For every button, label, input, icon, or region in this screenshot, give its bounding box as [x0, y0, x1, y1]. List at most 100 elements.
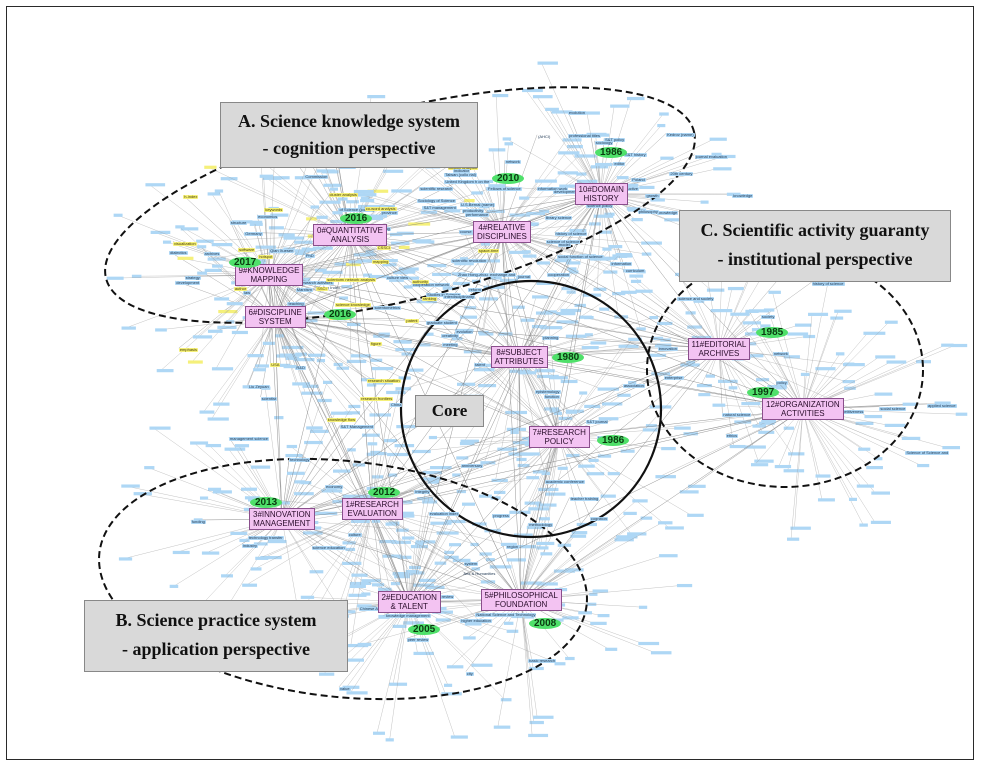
- year-badge-policy: 1986: [597, 435, 630, 446]
- network-node: [627, 532, 647, 536]
- cluster-link: [281, 234, 351, 520]
- network-node: [401, 340, 411, 344]
- cluster-link: [408, 356, 520, 603]
- network-node: [638, 641, 660, 646]
- network-edge: [513, 436, 560, 513]
- term-node: Liu Zeyuan: [247, 384, 270, 390]
- network-node: [444, 550, 454, 555]
- network-node: [197, 271, 207, 275]
- network-edge: [173, 518, 283, 587]
- network-node: [337, 197, 348, 201]
- network-node: [283, 236, 305, 240]
- callout-science-knowledge-system: A. Science knowledge system - cognition …: [220, 102, 478, 168]
- cluster-link: [520, 436, 560, 601]
- network-node: [199, 410, 215, 414]
- network-node: [355, 193, 377, 197]
- network-node: [512, 441, 532, 445]
- term-node: scientific research: [419, 186, 454, 192]
- network-node: [942, 446, 961, 450]
- term-node: function: [543, 393, 560, 399]
- cluster-link: [274, 316, 720, 350]
- term-node: 20th century: [669, 171, 694, 177]
- network-node: [334, 262, 349, 266]
- network-node: [379, 539, 397, 544]
- network-edge: [520, 500, 637, 601]
- term-node: S&T management: [422, 205, 457, 211]
- network-node: [221, 574, 233, 578]
- network-node: [292, 382, 311, 386]
- cluster-link: [518, 356, 804, 410]
- network-node: [614, 538, 634, 542]
- ring-science-knowledge-system: [104, 86, 696, 324]
- network-node: [574, 154, 583, 158]
- network-node: [545, 107, 559, 111]
- network-node: [422, 500, 438, 504]
- network-edge: [802, 333, 868, 410]
- network-node: [844, 386, 856, 390]
- cluster-subname: HISTORY: [583, 194, 619, 203]
- term-node: knowledge flow: [326, 417, 357, 423]
- network-node: [617, 393, 631, 397]
- cluster-name: 2#EDUCATION: [381, 593, 437, 602]
- network-node: [558, 416, 573, 421]
- cluster-link: [268, 274, 720, 350]
- network-node: [383, 259, 398, 263]
- network-node: [560, 308, 582, 313]
- network-node: [830, 316, 844, 320]
- network-node: [346, 322, 361, 327]
- network-node: [294, 492, 314, 496]
- network-node: [884, 320, 898, 324]
- network-node: [489, 565, 512, 569]
- network-node: [294, 240, 313, 244]
- network-node: [294, 251, 307, 256]
- network-node: [392, 572, 414, 576]
- network-edge: [407, 158, 503, 233]
- term-node: editor: [613, 161, 626, 167]
- network-edge: [558, 346, 623, 438]
- term-node: research on the: [460, 179, 491, 185]
- ring-core: [399, 279, 663, 539]
- network-edge: [408, 512, 429, 603]
- network-node: [687, 513, 704, 517]
- term-node: exchange and: [489, 272, 517, 278]
- network-edge: [191, 274, 270, 363]
- network-node: [106, 276, 124, 280]
- network-node: [640, 516, 653, 520]
- cluster-name: 11#EDITORIAL: [691, 340, 747, 349]
- network-node: [500, 542, 517, 547]
- network-node: [518, 545, 537, 549]
- year-badge-innovation: 2013: [250, 497, 283, 508]
- network-node: [121, 326, 136, 330]
- network-node: [414, 542, 424, 546]
- network-node: [645, 424, 657, 428]
- callout-a-line2: - cognition perspective: [262, 138, 436, 158]
- network-node: [262, 341, 275, 345]
- term-node: law: [243, 289, 252, 295]
- network-node: [207, 257, 226, 261]
- network-node: [790, 526, 811, 530]
- network-node: [562, 616, 579, 620]
- network-node: [576, 172, 587, 176]
- network-edge: [465, 599, 522, 672]
- network-edge: [412, 369, 560, 438]
- network-node: [621, 290, 637, 294]
- cluster-link: [501, 231, 522, 601]
- network-node: [255, 245, 277, 249]
- cluster-link: [371, 436, 560, 510]
- term-node: performance: [464, 211, 490, 217]
- network-node: [391, 540, 411, 544]
- network-node: [366, 214, 387, 218]
- term-node: Commission: [304, 174, 329, 180]
- network-node: [516, 457, 527, 462]
- network-node: [424, 332, 434, 336]
- network-edge: [520, 468, 562, 601]
- network-node: [800, 372, 810, 377]
- network-node: [631, 218, 643, 222]
- network-node: [452, 558, 471, 562]
- network-node: [214, 189, 224, 193]
- network-node: [540, 326, 563, 330]
- network-node: [578, 611, 592, 615]
- network-node: [357, 604, 372, 608]
- network-edge: [281, 413, 336, 520]
- network-node: [536, 281, 555, 285]
